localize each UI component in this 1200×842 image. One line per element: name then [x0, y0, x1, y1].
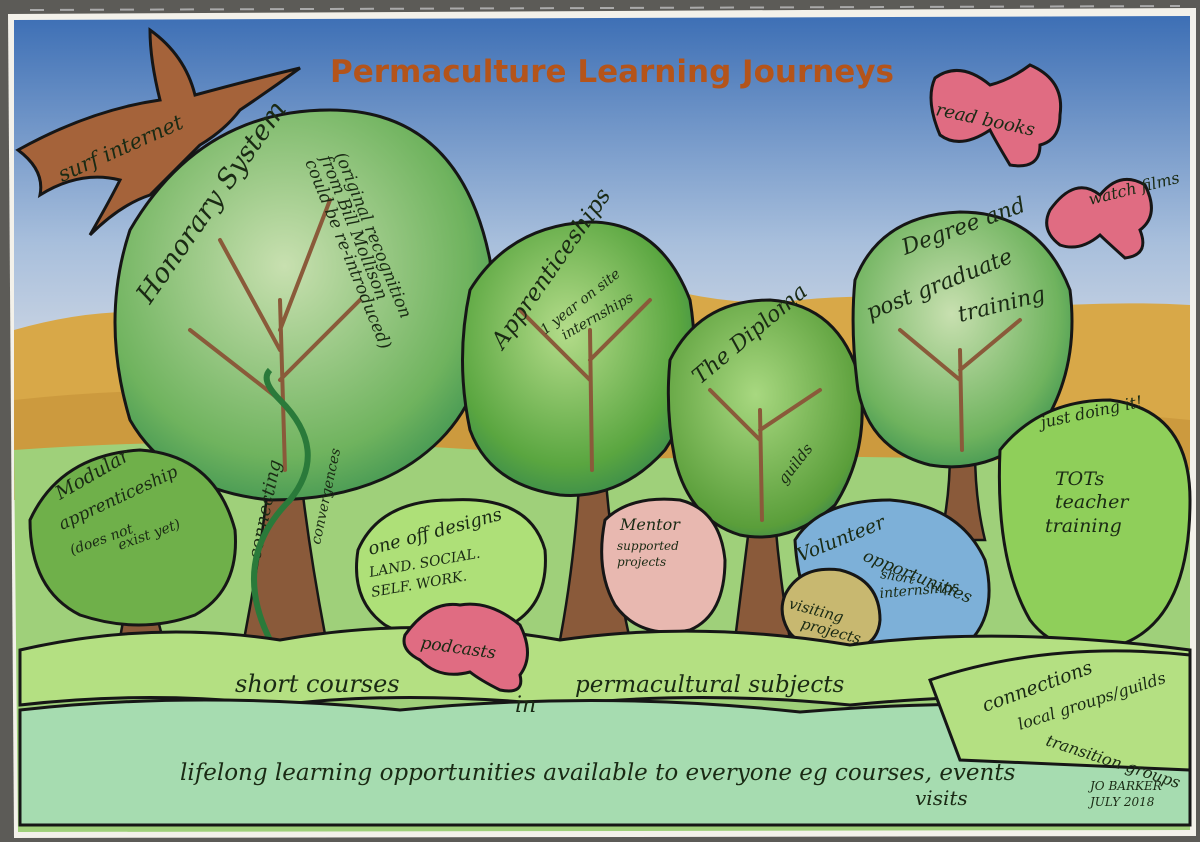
degree-tree: Degree and post graduate training: [851, 193, 1074, 542]
page-title: Permaculture Learning Journeys: [330, 54, 894, 90]
connections-band: [928, 649, 1192, 772]
mentor-label-3: projects: [617, 555, 666, 569]
modular-tree: Modular apprenticeship (does not exist y…: [28, 443, 237, 662]
mentor-bush: Mentor supported projects: [600, 497, 727, 634]
signature-name: JO BARKER: [1087, 779, 1162, 793]
short-courses-label: short courses: [235, 670, 400, 698]
tots-bush: just doing it! TOTs teacher training: [997, 392, 1192, 651]
mentor-label-1: Mentor: [619, 515, 681, 534]
lifelong-learning-label: lifelong learning opportunities availabl…: [180, 760, 1016, 786]
diploma-tree: The Diploma guilds: [666, 279, 864, 642]
tots-label-3: training: [1045, 515, 1122, 537]
surf-internet-bird: [15, 27, 301, 237]
read-books-butterfly: read books: [929, 63, 1063, 168]
short-courses-subjects-label: permacultural subjects: [575, 672, 845, 698]
signature-date: JULY 2018: [1087, 795, 1155, 809]
tots-label-2: teacher: [1055, 491, 1130, 513]
podcasts-butterfly: podcasts: [402, 602, 529, 693]
volunteer-label-3: short: [879, 567, 916, 588]
tots-label-1: TOTs: [1055, 468, 1105, 490]
volunteer-label-4: internships: [879, 579, 960, 602]
short-courses-in-label: in: [515, 693, 536, 718]
visiting-projects-bush: visiting projects: [780, 567, 882, 652]
honorary-system-tree: Honorary System (original recognition fr…: [113, 95, 493, 662]
one-off-designs-bush: one off designs LAND. SOCIAL. SELF. WORK…: [355, 498, 547, 641]
mentor-label-2: supported: [617, 539, 679, 553]
spiral-binding: [29, 5, 1181, 11]
visits-label: visits: [915, 786, 968, 810]
